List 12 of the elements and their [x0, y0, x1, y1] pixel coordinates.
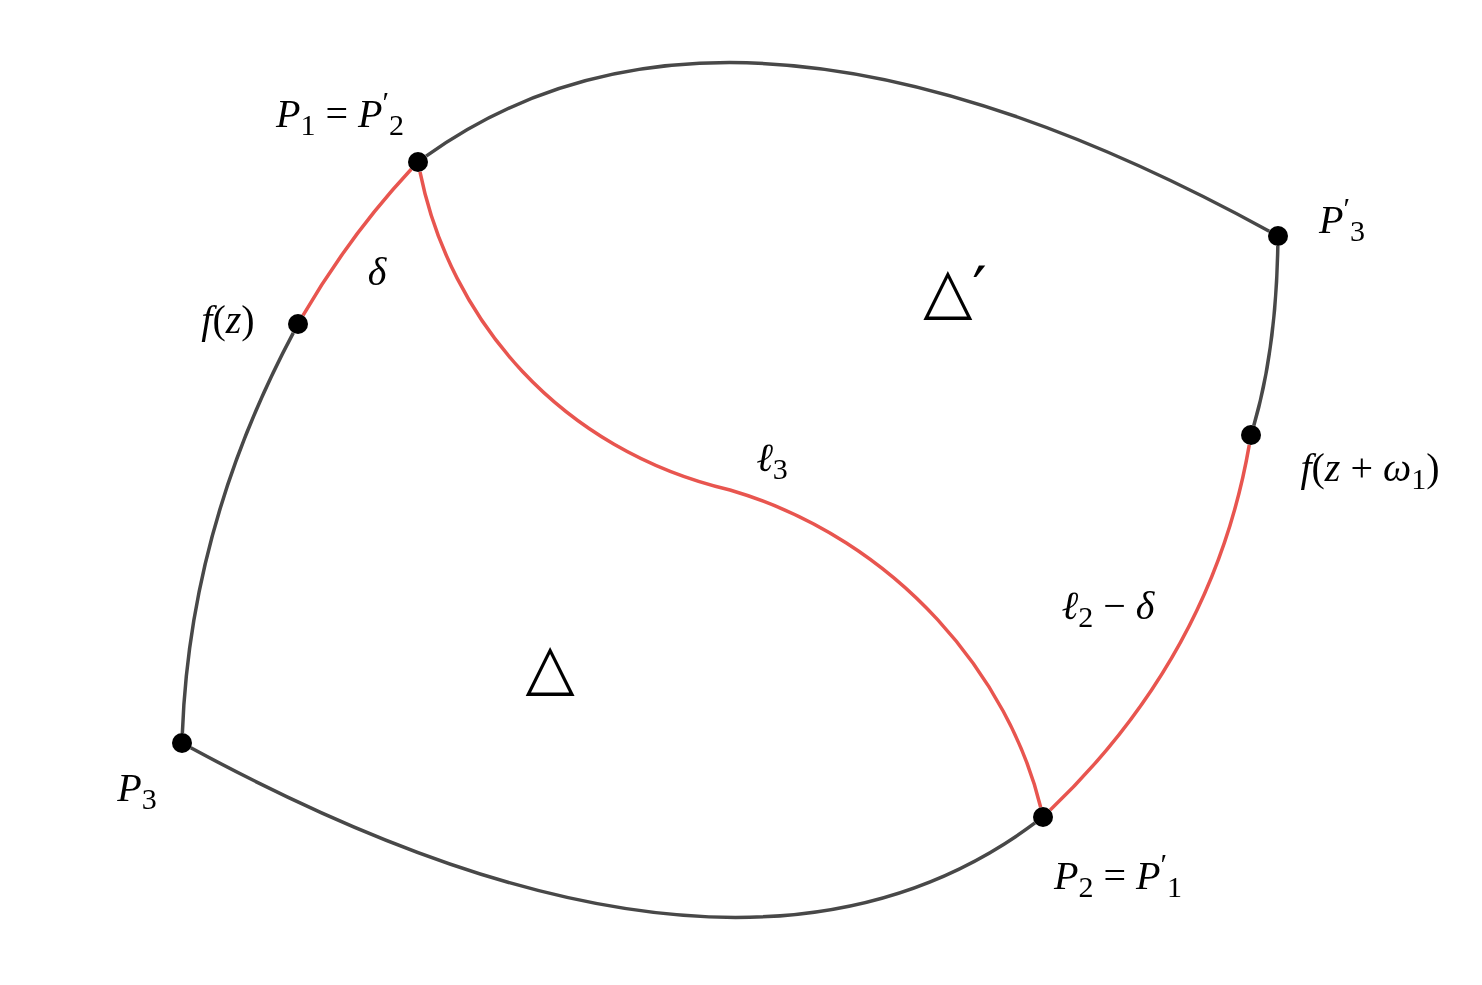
region-symbol: △	[525, 634, 575, 698]
point-label: f(z + ω$_{1}$)	[1300, 448, 1440, 488]
curved-arc	[1252, 245, 1280, 426]
point-label: f(z)	[201, 300, 255, 340]
curved-arc	[425, 61, 1271, 233]
curved-arc	[1048, 444, 1251, 812]
curved-arc	[418, 171, 1043, 808]
point-label: P$_{3}$	[117, 768, 157, 808]
curved-arc	[301, 168, 413, 317]
curved-arc	[180, 332, 295, 734]
curved-arc	[190, 746, 1036, 920]
region-symbol: △′	[923, 258, 987, 322]
